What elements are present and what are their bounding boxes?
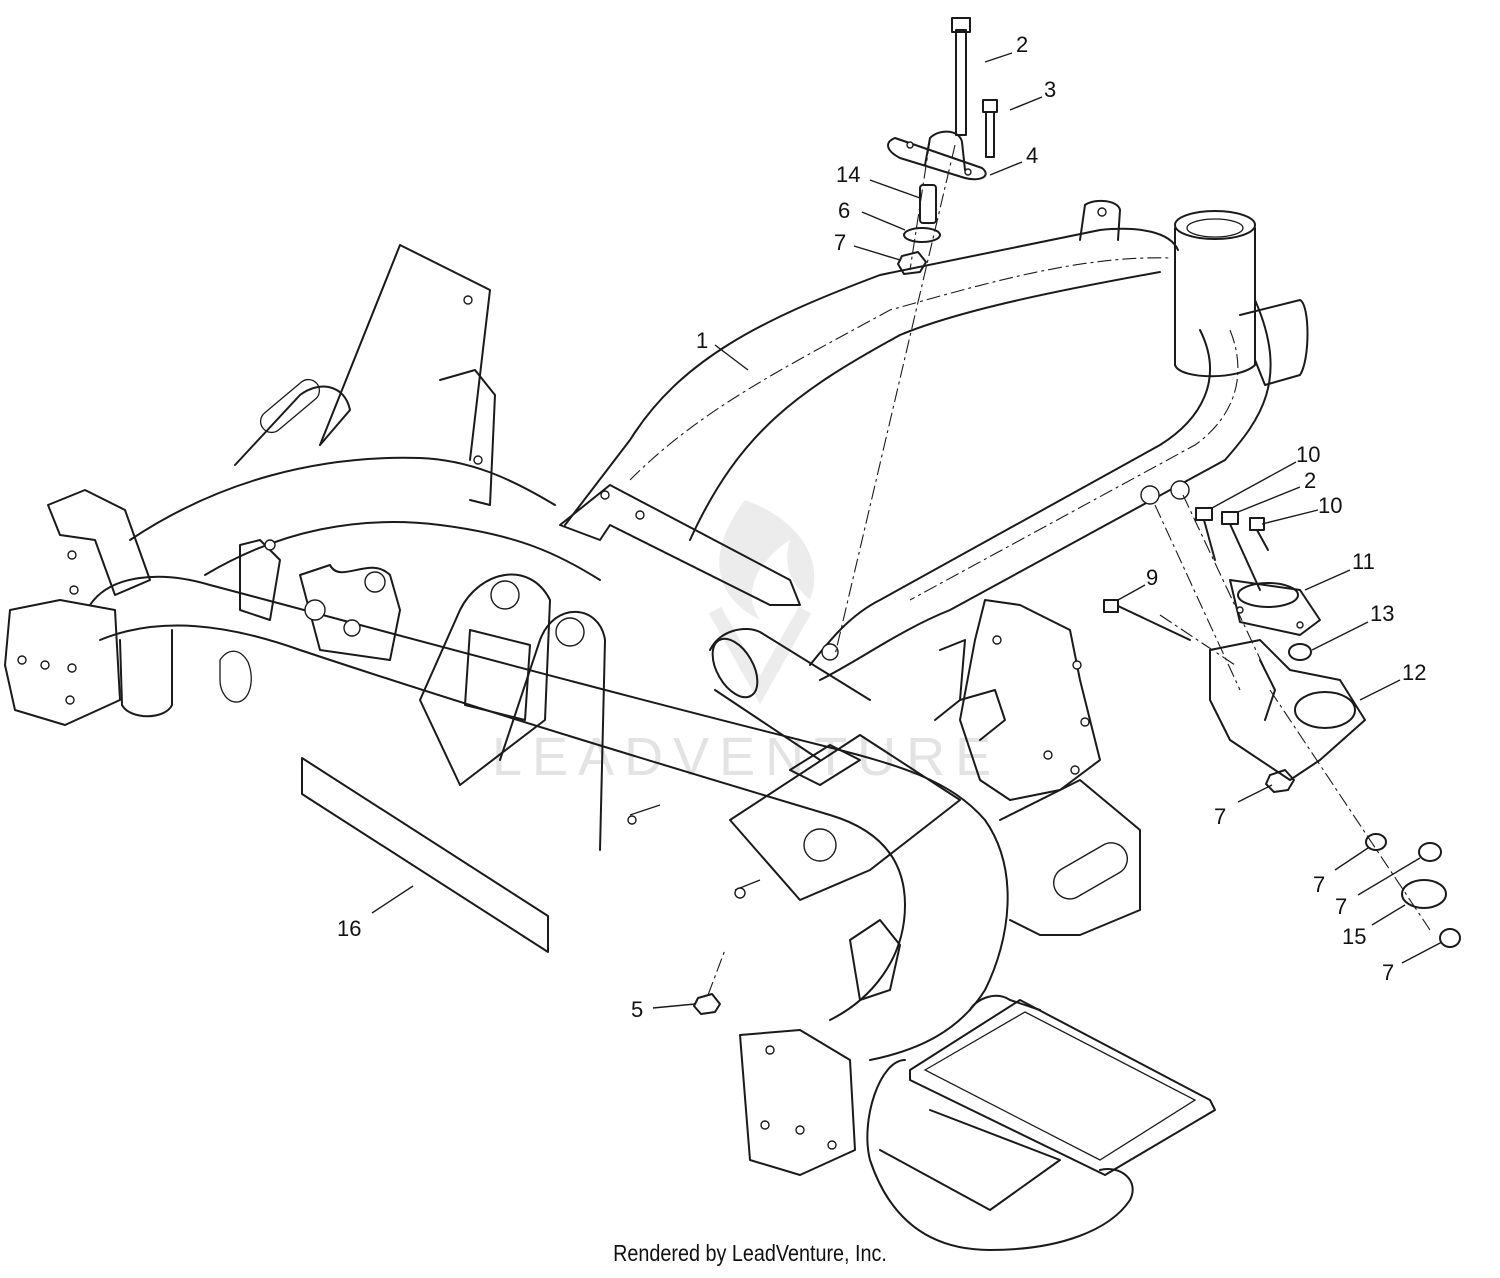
callout-11: 11: [1352, 549, 1375, 574]
callout-12: 12: [1402, 660, 1426, 685]
callout-10-upper: 10: [1296, 442, 1320, 467]
callout-3: 3: [1044, 77, 1056, 102]
leader-lines: [371, 52, 1443, 1009]
callout-10-lower: 10: [1318, 493, 1342, 518]
callout-13: 13: [1370, 601, 1394, 626]
callout-15: 15: [1342, 924, 1366, 949]
callout-6: 6: [838, 198, 850, 223]
callout-7-right-c: 7: [1335, 894, 1347, 919]
callout-2-top: 2: [1016, 32, 1028, 57]
callouts: 2 3 4 14 6 7 1 10 2 10 9 11 13 12 7 7 7 …: [337, 32, 1426, 1022]
callout-1: 1: [696, 328, 708, 353]
callout-7-right-a: 7: [1214, 804, 1226, 829]
callout-16: 16: [337, 916, 361, 941]
callout-14: 14: [836, 162, 860, 187]
callout-5: 5: [631, 997, 643, 1022]
upper-mount-hardware: [834, 17, 998, 656]
callout-2-right: 2: [1304, 468, 1316, 493]
right-mount-hardware: [693, 494, 1461, 1015]
main-frame: [4, 199, 1309, 1251]
callout-7-right-b: 7: [1313, 872, 1325, 897]
decal: [301, 757, 549, 953]
render-credit: Rendered by LeadVenture, Inc.: [613, 1240, 887, 1266]
callout-9: 9: [1146, 565, 1158, 590]
callout-4: 4: [1026, 143, 1038, 168]
callout-7-top: 7: [834, 230, 846, 255]
callout-7-right-d: 7: [1382, 960, 1394, 985]
